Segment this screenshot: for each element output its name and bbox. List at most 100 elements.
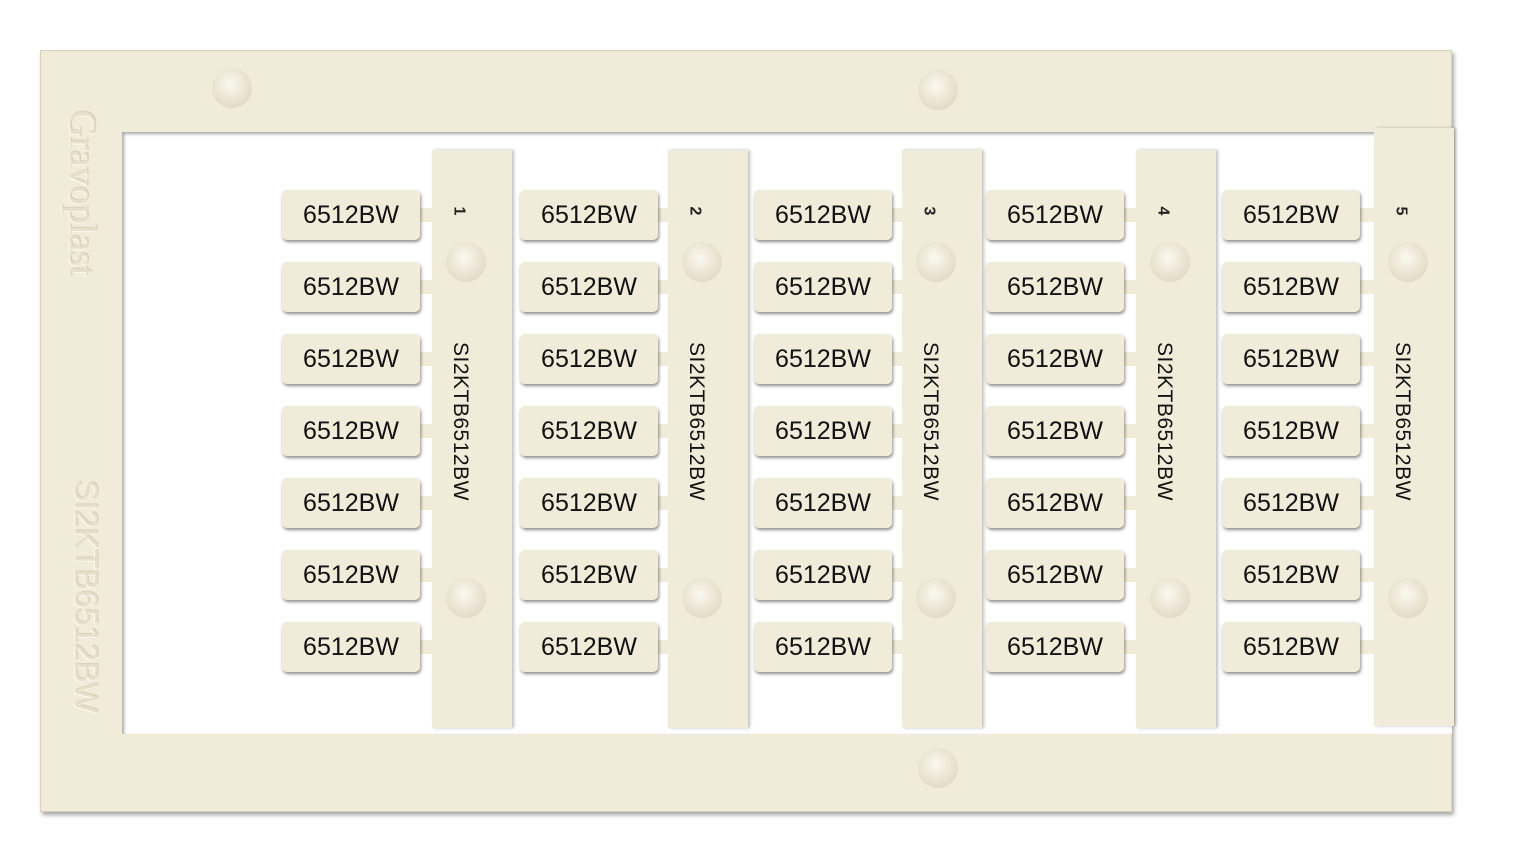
strip-number: 1 bbox=[450, 206, 468, 216]
wire-marker-label[interactable]: 6512BW bbox=[754, 550, 892, 600]
wire-marker-label[interactable]: 6512BW bbox=[754, 190, 892, 240]
wire-marker-label[interactable]: 6512BW bbox=[520, 406, 658, 456]
sprue-gate-icon bbox=[1150, 242, 1190, 282]
label-connector-tab bbox=[656, 424, 676, 438]
wire-marker-label[interactable]: 6512BW bbox=[520, 262, 658, 312]
wire-marker-label[interactable]: 6512BW bbox=[282, 478, 420, 528]
wire-marker-label[interactable]: 6512BW bbox=[754, 334, 892, 384]
marker-strip bbox=[1374, 128, 1454, 726]
sprue-gate-icon bbox=[1150, 578, 1190, 618]
label-connector-tab bbox=[1122, 568, 1142, 582]
label-connector-tab bbox=[418, 640, 438, 654]
sprue-gate-icon bbox=[918, 748, 958, 788]
strip-part-code: SI2KTB6512BW bbox=[919, 342, 942, 501]
wire-marker-label[interactable]: 6512BW bbox=[1222, 262, 1360, 312]
strip-number: 5 bbox=[1392, 206, 1410, 216]
wire-marker-label[interactable]: 6512BW bbox=[1222, 478, 1360, 528]
strip-part-code: SI2KTB6512BW bbox=[1391, 342, 1414, 501]
label-connector-tab bbox=[890, 280, 910, 294]
wire-marker-label[interactable]: 6512BW bbox=[754, 262, 892, 312]
label-connector-tab bbox=[890, 352, 910, 366]
label-connector-tab bbox=[418, 280, 438, 294]
wire-marker-label[interactable]: 6512BW bbox=[754, 622, 892, 672]
wire-marker-label[interactable]: 6512BW bbox=[520, 190, 658, 240]
label-connector-tab bbox=[656, 568, 676, 582]
sprue-gate-icon bbox=[682, 242, 722, 282]
sprue-gate-icon bbox=[916, 242, 956, 282]
label-connector-tab bbox=[418, 352, 438, 366]
wire-marker-label[interactable]: 6512BW bbox=[986, 190, 1124, 240]
label-connector-tab bbox=[1122, 208, 1142, 222]
label-connector-tab bbox=[418, 208, 438, 222]
label-connector-tab bbox=[890, 640, 910, 654]
sprue-gate-icon bbox=[682, 578, 722, 618]
strip-number: 4 bbox=[1154, 206, 1172, 216]
part-number-emboss: SI2KTB6512BW bbox=[68, 480, 104, 713]
wire-marker-label[interactable]: 6512BW bbox=[1222, 550, 1360, 600]
wire-marker-label[interactable]: 6512BW bbox=[986, 550, 1124, 600]
label-connector-tab bbox=[1122, 640, 1142, 654]
marker-strip bbox=[432, 150, 512, 728]
sprue-gate-icon bbox=[446, 242, 486, 282]
label-connector-tab bbox=[1122, 424, 1142, 438]
strip-part-code: SI2KTB6512BW bbox=[449, 342, 472, 501]
label-connector-tab bbox=[1358, 496, 1378, 510]
label-connector-tab bbox=[656, 352, 676, 366]
wire-marker-label[interactable]: 6512BW bbox=[986, 622, 1124, 672]
label-connector-tab bbox=[656, 208, 676, 222]
wire-marker-label[interactable]: 6512BW bbox=[282, 190, 420, 240]
wire-marker-label[interactable]: 6512BW bbox=[282, 406, 420, 456]
brand-emboss: Gravoplast bbox=[61, 110, 103, 277]
label-connector-tab bbox=[1358, 424, 1378, 438]
sprue-gate-icon bbox=[916, 578, 956, 618]
label-connector-tab bbox=[418, 496, 438, 510]
strip-part-code: SI2KTB6512BW bbox=[685, 342, 708, 501]
wire-marker-label[interactable]: 6512BW bbox=[282, 334, 420, 384]
wire-marker-label[interactable]: 6512BW bbox=[520, 334, 658, 384]
strip-number: 2 bbox=[686, 206, 704, 216]
label-connector-tab bbox=[1358, 280, 1378, 294]
label-connector-tab bbox=[418, 424, 438, 438]
label-connector-tab bbox=[1358, 208, 1378, 222]
wire-marker-label[interactable]: 6512BW bbox=[754, 478, 892, 528]
wire-marker-label[interactable]: 6512BW bbox=[282, 622, 420, 672]
wire-marker-label[interactable]: 6512BW bbox=[282, 550, 420, 600]
wire-marker-label[interactable]: 6512BW bbox=[754, 406, 892, 456]
marker-strip bbox=[1136, 150, 1216, 728]
strip-part-code: SI2KTB6512BW bbox=[1153, 342, 1176, 501]
label-connector-tab bbox=[1122, 352, 1142, 366]
wire-marker-label[interactable]: 6512BW bbox=[986, 478, 1124, 528]
marker-strip bbox=[902, 150, 982, 728]
wire-marker-label[interactable]: 6512BW bbox=[986, 334, 1124, 384]
label-connector-tab bbox=[656, 280, 676, 294]
wire-marker-label[interactable]: 6512BW bbox=[520, 622, 658, 672]
sprue-gate-icon bbox=[1388, 242, 1428, 282]
label-connector-tab bbox=[418, 568, 438, 582]
wire-marker-label[interactable]: 6512BW bbox=[986, 262, 1124, 312]
label-connector-tab bbox=[890, 496, 910, 510]
wire-marker-label[interactable]: 6512BW bbox=[986, 406, 1124, 456]
wire-marker-label[interactable]: 6512BW bbox=[1222, 334, 1360, 384]
sprue-gate-icon bbox=[1388, 578, 1428, 618]
wire-marker-label[interactable]: 6512BW bbox=[282, 262, 420, 312]
sprue-gate-icon bbox=[918, 70, 958, 110]
wire-marker-label[interactable]: 6512BW bbox=[1222, 406, 1360, 456]
label-connector-tab bbox=[890, 424, 910, 438]
label-connector-tab bbox=[1358, 568, 1378, 582]
wire-marker-label[interactable]: 6512BW bbox=[1222, 190, 1360, 240]
wire-marker-label[interactable]: 6512BW bbox=[520, 478, 658, 528]
label-connector-tab bbox=[1358, 640, 1378, 654]
label-connector-tab bbox=[1122, 496, 1142, 510]
strip-number: 3 bbox=[920, 206, 938, 216]
wire-marker-label[interactable]: 6512BW bbox=[520, 550, 658, 600]
wire-marker-label[interactable]: 6512BW bbox=[1222, 622, 1360, 672]
sprue-gate-icon bbox=[446, 578, 486, 618]
marker-strip bbox=[668, 150, 748, 728]
label-connector-tab bbox=[1122, 280, 1142, 294]
label-connector-tab bbox=[656, 496, 676, 510]
sprue-gate-icon bbox=[212, 68, 252, 108]
label-connector-tab bbox=[1358, 352, 1378, 366]
label-connector-tab bbox=[656, 640, 676, 654]
label-connector-tab bbox=[890, 208, 910, 222]
label-connector-tab bbox=[890, 568, 910, 582]
